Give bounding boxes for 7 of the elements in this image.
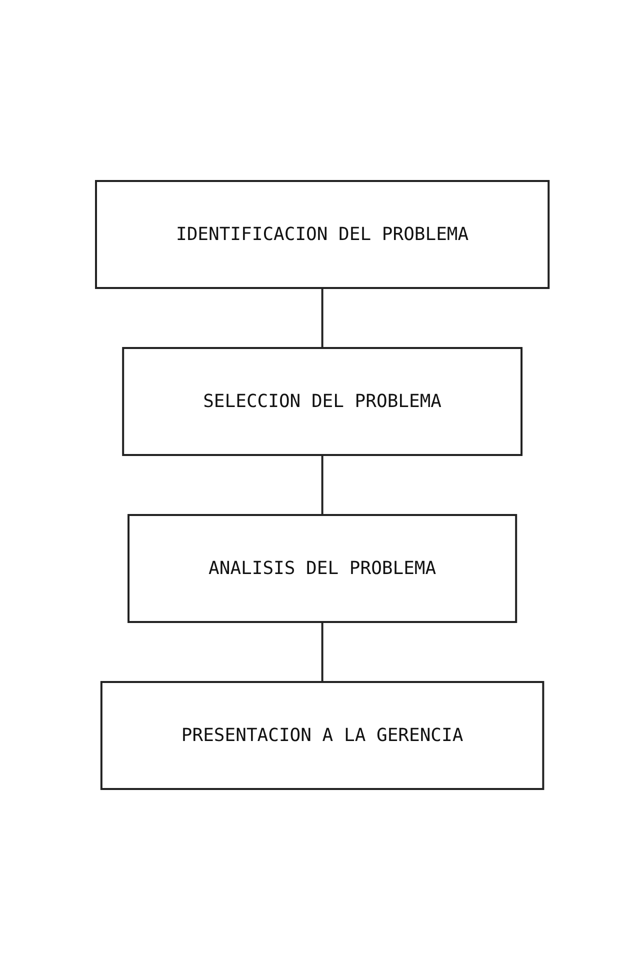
node-box: PRESENTACION A LA GERENCIA xyxy=(100,681,544,790)
connector xyxy=(321,622,323,682)
connector xyxy=(321,288,323,348)
connector xyxy=(321,455,323,515)
node-box: SELECCION DEL PROBLEMA xyxy=(122,347,522,456)
node-box: ANALISIS DEL PROBLEMA xyxy=(127,514,517,623)
node-box: IDENTIFICACION DEL PROBLEMA xyxy=(94,180,550,289)
